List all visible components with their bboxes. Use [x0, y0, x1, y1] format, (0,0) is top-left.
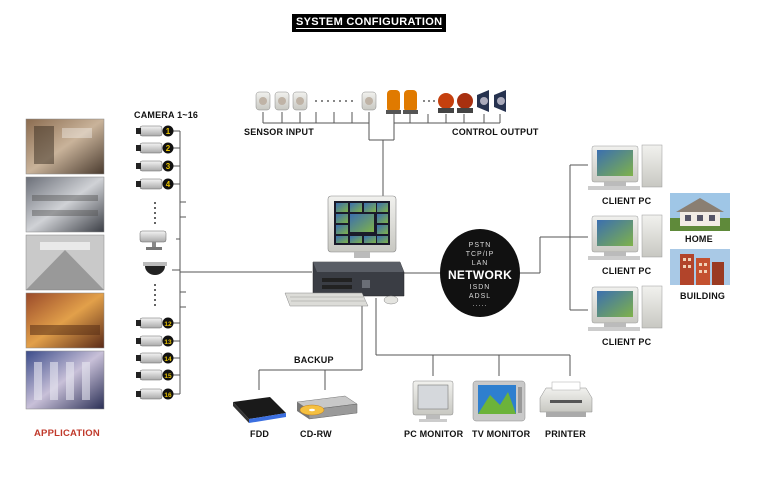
- camera-badge: [162, 317, 174, 329]
- network-protocol-tcpip: TCP/IP: [465, 251, 495, 258]
- camera-icon: [136, 388, 163, 400]
- tv-monitor-label: TV MONITOR: [472, 429, 531, 439]
- dome-camera-icon: [143, 262, 167, 275]
- network-protocol-lan: LAN: [471, 260, 489, 267]
- warning-light-icon: [457, 93, 473, 113]
- control-output-label: CONTROL OUTPUT: [452, 127, 539, 137]
- connection-lines: [172, 112, 588, 395]
- client-pc-label: CLIENT PC: [602, 266, 652, 276]
- camera-icon: [136, 142, 163, 154]
- siren-icon: [494, 90, 506, 112]
- camera-number: 1: [166, 127, 171, 136]
- camera-number: 12: [164, 321, 172, 328]
- diagram-title: SYSTEM CONFIGURATION: [292, 14, 447, 32]
- camera-icon: [136, 369, 163, 381]
- building-icon: [670, 249, 730, 285]
- sensor-group: [255, 91, 377, 111]
- camera-number: 16: [164, 392, 172, 399]
- camera-icon: [136, 160, 163, 172]
- client-pc-label: CLIENT PC: [602, 337, 652, 347]
- network-protocol-isdn: ISDN: [469, 284, 491, 291]
- camera-badge: [162, 335, 174, 347]
- client-pc-group: [588, 144, 663, 331]
- backup-label: BACKUP: [294, 355, 334, 365]
- home-icon: [670, 193, 730, 231]
- camera-icon: [136, 352, 163, 364]
- client-pc-label: CLIENT PC: [602, 196, 652, 206]
- tv-monitor-icon: [472, 380, 526, 422]
- cdrw-icon: [296, 395, 358, 420]
- network-node: [440, 229, 520, 317]
- printer-icon: [539, 381, 593, 417]
- camera-number: 15: [164, 373, 172, 380]
- dvr-system-icon: [284, 195, 405, 307]
- camera-badge: [162, 178, 174, 190]
- camera-badge: [162, 388, 174, 400]
- pc-monitor-icon: [412, 380, 454, 422]
- siren-icon: [477, 90, 489, 112]
- camera-number: 2: [166, 144, 171, 153]
- camera-icon: [136, 317, 163, 329]
- printer-label: PRINTER: [545, 429, 586, 439]
- sensor-icon: [361, 91, 377, 111]
- camera-icon: [136, 125, 163, 137]
- network-protocol-adsl: ADSL: [468, 293, 492, 300]
- camera-ellipsis-icon: [154, 202, 156, 306]
- camera-number: 3: [166, 162, 171, 171]
- sensor-icon: [274, 91, 290, 111]
- warning-light-icon: [438, 93, 454, 113]
- camera-badge: [162, 125, 174, 137]
- sensor-input-label: SENSOR INPUT: [244, 127, 314, 137]
- warning-light-icon: [403, 90, 418, 114]
- application-photos: [25, 118, 105, 410]
- fdd-icon: [233, 397, 286, 423]
- client-pc-icon: [588, 285, 663, 331]
- camera-group: [136, 125, 167, 400]
- camera-badge: [162, 352, 174, 364]
- camera-badge: [162, 369, 174, 381]
- sensor-ellipsis-icon: [315, 100, 353, 102]
- application-label: APPLICATION: [34, 428, 100, 439]
- camera-number: 14: [164, 356, 172, 363]
- network-protocol-more: .....: [472, 301, 488, 308]
- pc-monitor-label: PC MONITOR: [404, 429, 464, 439]
- fdd-label: FDD: [250, 429, 270, 439]
- sensor-icon: [292, 91, 308, 111]
- output-ellipsis-icon: [423, 100, 435, 102]
- warning-light-icon: [386, 90, 401, 114]
- camera-icon: [136, 178, 163, 190]
- camera-badge: [162, 142, 174, 154]
- home-label: HOME: [685, 234, 713, 244]
- camera-number: 4: [166, 180, 171, 189]
- client-pc-icon: [588, 214, 663, 260]
- cdrw-label: CD-RW: [300, 429, 332, 439]
- control-output-group: [386, 90, 506, 114]
- camera-badge: [162, 160, 174, 172]
- sensor-icon: [255, 91, 271, 111]
- network-label: NETWORK: [447, 268, 513, 282]
- ptz-camera-icon: [139, 230, 167, 250]
- camera-icon: [136, 335, 163, 347]
- camera-number: 13: [164, 339, 172, 346]
- camera-label: CAMERA 1~16: [134, 110, 199, 120]
- client-pc-icon: [588, 144, 663, 190]
- network-protocol-pstn: PSTN: [468, 242, 492, 249]
- building-label: BUILDING: [680, 291, 726, 301]
